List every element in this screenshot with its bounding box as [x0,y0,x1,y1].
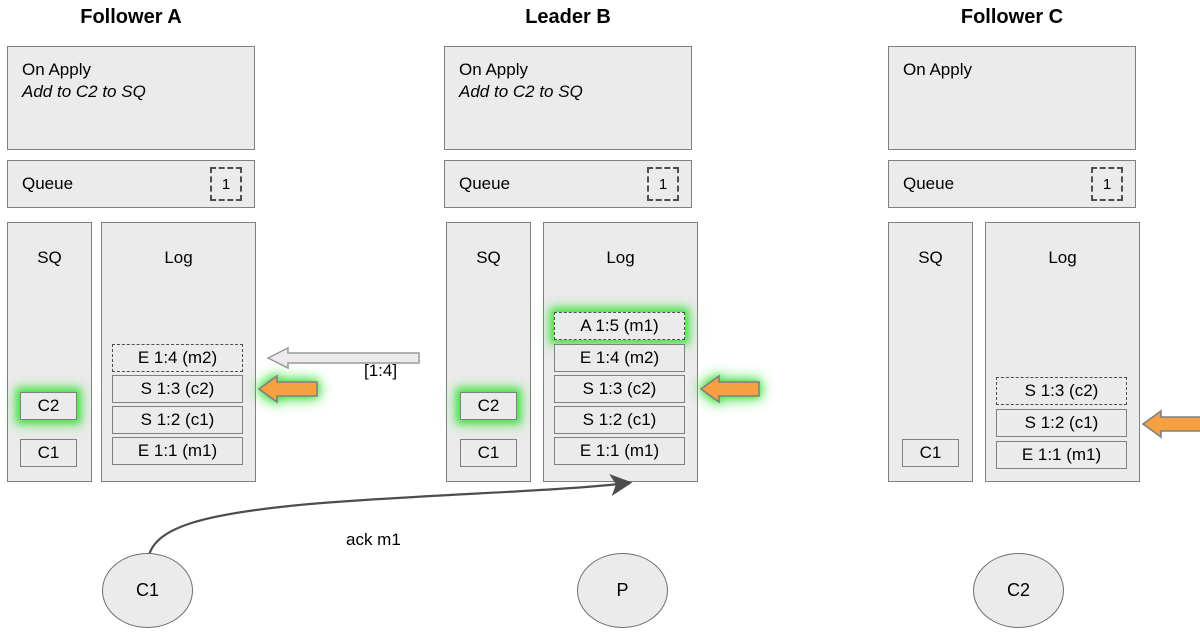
queue-panel-follower-c: Queue 1 [888,160,1136,208]
log-entry: S 1:2 (c1) [554,406,685,434]
sq-column-leader-b: SQ [446,222,531,482]
log-entry: S 1:2 (c1) [112,406,243,434]
replication-arrow-b-to-a [266,346,420,370]
node-title-follower-a: Follower A [80,6,182,28]
queue-panel-leader-b: Queue 1 [444,160,692,208]
queue-count-badge: 1 [210,167,242,201]
log-entry: E 1:1 (m1) [554,437,685,465]
on-apply-heading: On Apply [903,60,972,79]
sq-column-title: SQ [37,248,62,267]
log-entry: E 1:1 (m1) [996,441,1127,469]
sq-column-follower-c: SQ [888,222,973,482]
log-entry: S 1:3 (c2) [996,377,1127,405]
ack-arrow-c1-to-leader-b [146,474,633,561]
log-entry: S 1:2 (c1) [996,409,1127,437]
on-apply-heading: On Apply [22,60,91,79]
log-entry: S 1:3 (c2) [112,375,243,403]
sq-entry: C2 [460,392,517,420]
queue-count-badge: 1 [647,167,679,201]
log-entry: S 1:3 (c2) [554,375,685,403]
sq-entry: C1 [460,439,517,467]
log-column-follower-c: Log [985,222,1140,482]
log-column-title: Log [1048,248,1077,267]
actor-client-c1[interactable]: C1 [102,553,193,628]
log-entry: E 1:1 (m1) [112,437,243,465]
log-column-title: Log [164,248,193,267]
queue-label: Queue [903,174,955,193]
sq-column-title: SQ [476,248,501,267]
commit-pointer-arrow-follower-c [1140,407,1200,441]
log-column-title: Log [606,248,635,267]
actor-producer-p[interactable]: P [577,553,668,628]
on-apply-heading: On Apply [459,60,528,79]
on-apply-panel-follower-a: On Apply Add to C2 to SQ [7,46,255,150]
queue-label: Queue [459,174,511,193]
sq-entry: C2 [20,392,77,420]
queue-count-badge: 1 [1091,167,1123,201]
log-entry: E 1:4 (m2) [112,344,243,372]
queue-label: Queue [22,174,74,193]
queue-panel-follower-a: Queue 1 [7,160,255,208]
on-apply-panel-leader-b: On Apply Add to C2 to SQ [444,46,692,150]
actor-client-c2[interactable]: C2 [973,553,1064,628]
log-entry: E 1:4 (m2) [554,344,685,372]
replication-range-label: [1:4] [364,361,398,380]
on-apply-panel-follower-c: On Apply [888,46,1136,150]
on-apply-action: Add to C2 to SQ [459,82,583,101]
on-apply-action: Add to C2 to SQ [22,82,146,101]
commit-pointer-arrow-leader-b [698,372,762,406]
log-entry: A 1:5 (m1) [554,312,685,340]
node-title-leader-b: Leader B [525,6,611,28]
ack-label: ack m1 [346,530,401,549]
sq-column-follower-a: SQ [7,222,92,482]
node-title-follower-c: Follower C [960,6,1064,28]
sq-entry: C1 [902,439,959,467]
sq-column-title: SQ [918,248,943,267]
sq-entry: C1 [20,439,77,467]
commit-pointer-arrow-follower-a [256,372,320,406]
